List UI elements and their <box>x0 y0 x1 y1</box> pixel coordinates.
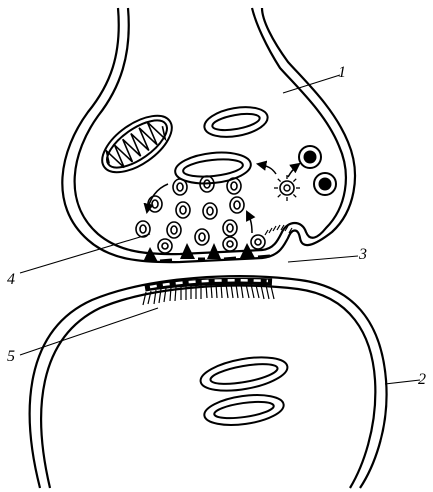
vesicle <box>230 197 244 213</box>
label-5: 5 <box>7 348 15 365</box>
synaptic-vesicles <box>136 176 265 253</box>
coated-vesicle <box>274 175 300 201</box>
vesicle <box>176 202 190 218</box>
endocytic-coat-bristles <box>265 225 292 235</box>
leader-lines <box>20 75 420 384</box>
postsynaptic-vacuole-lower <box>202 391 285 430</box>
vesicle <box>251 235 265 249</box>
vesicle <box>223 220 237 236</box>
vesicle <box>227 178 241 194</box>
postsynaptic-vacuole-upper <box>198 352 290 397</box>
vesicle <box>167 222 181 238</box>
mitochondrion <box>93 105 181 184</box>
vesicle <box>173 179 187 195</box>
vesicle <box>203 203 217 219</box>
label-4: 4 <box>7 271 15 288</box>
vesicle <box>195 229 209 245</box>
vesicle <box>148 196 162 212</box>
vesicle <box>223 237 237 251</box>
vacuole-upper <box>202 103 270 142</box>
dense-core-vesicles <box>299 146 336 195</box>
postsynaptic-density <box>143 280 274 305</box>
presynaptic-terminal <box>62 8 355 262</box>
vesicle <box>158 239 172 253</box>
label-3: 3 <box>358 246 367 263</box>
label-1: 1 <box>338 64 346 81</box>
label-2: 2 <box>418 371 426 388</box>
postsynaptic-cell <box>30 276 387 488</box>
